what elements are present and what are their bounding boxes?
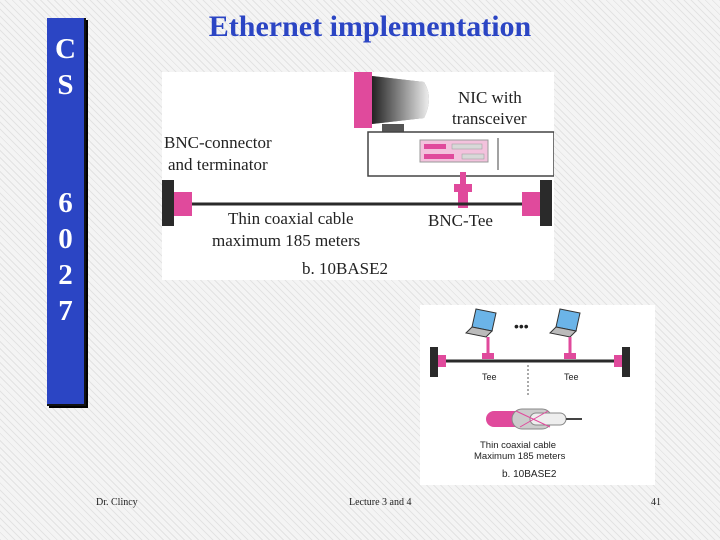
left-terminator-icon (162, 180, 192, 226)
tee-connector-icon (564, 353, 576, 359)
course-digit: 2 (58, 259, 73, 291)
slide-title: Ethernet implementation (208, 10, 532, 43)
bnc-label-line2: and terminator (168, 155, 268, 174)
cable-label-line2: maximum 185 meters (212, 231, 360, 250)
bnc-label-line1: BNC-connector (164, 133, 272, 152)
coax-cable-cross-section-icon (486, 408, 582, 430)
footer-lecture: Lecture 3 and 4 (349, 497, 412, 508)
cable-label-line1: Thin coaxial cable (228, 209, 354, 228)
figure2-caption: b. 10BASE2 (502, 469, 557, 480)
laptop-icon (464, 308, 497, 338)
course-code-bar: C S 6 0 2 7 (47, 18, 86, 406)
cable-label-line1: Thin coaxial cable (480, 440, 556, 451)
course-digit: 7 (58, 295, 73, 327)
right-terminator-icon (522, 180, 552, 226)
tee-right-label: Tee (564, 372, 579, 382)
course-letter: S (57, 69, 74, 101)
course-digit: 0 (58, 223, 73, 255)
monitor-icon (354, 72, 429, 132)
figure1-svg: NIC with transceiver BNC-connector and t… (162, 72, 555, 278)
tee-left-label: Tee (482, 372, 497, 382)
ellipsis: ••• (514, 318, 529, 334)
figure-10base2-laptops: ••• Tee Tee Thin coaxial cable Maximum 1… (420, 305, 655, 485)
figure1-caption: b. 10BASE2 (302, 259, 388, 278)
bnc-tee-icon (454, 172, 472, 208)
nic-label-line1: NIC with (458, 88, 522, 107)
cable-label-line2: Maximum 185 meters (474, 451, 566, 462)
computer-case (367, 131, 555, 177)
laptop-icon (548, 308, 581, 338)
right-terminator-icon (622, 347, 630, 377)
tee-connector-icon (482, 353, 494, 359)
course-digit: 6 (58, 187, 73, 219)
figure2-svg: ••• Tee Tee Thin coaxial cable Maximum 1… (430, 308, 630, 480)
tee-label: BNC-Tee (428, 211, 493, 230)
nic-label-line2: transceiver (452, 109, 527, 128)
left-terminator-icon (430, 347, 438, 377)
course-letter: C (55, 33, 76, 65)
footer-page-number: 41 (651, 497, 661, 508)
footer-author: Dr. Clincy (96, 497, 138, 508)
figure-10base2-diagram: NIC with transceiver BNC-connector and t… (162, 72, 555, 280)
